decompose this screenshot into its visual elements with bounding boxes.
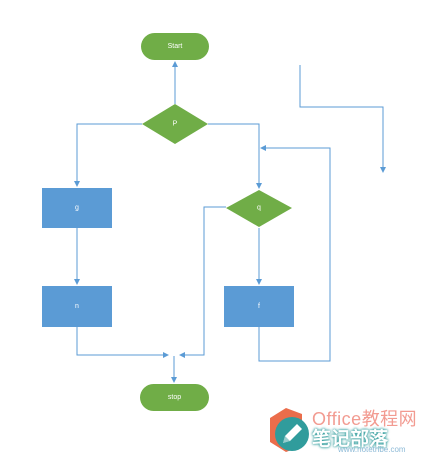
process-f: f: [224, 286, 294, 327]
process-g: g: [42, 188, 112, 228]
process-g-label: g: [75, 205, 79, 212]
decision-p: P: [142, 104, 208, 144]
stop-terminator: stop: [140, 384, 209, 411]
office-pencil-logo-icon: [270, 408, 309, 452]
process-n-label: n: [75, 303, 79, 310]
watermark-subtitle: 笔记部落: [312, 428, 389, 450]
connector-p-to-q: [208, 123, 262, 189]
decision-q-shape: [226, 190, 292, 227]
connector-p-to-g: [74, 123, 142, 187]
watermark-url: www.notetribe.com: [338, 445, 406, 454]
connector-f-loop-back: [258, 145, 331, 362]
connector-q-to-merge: [179, 206, 226, 358]
process-f-shape: [224, 286, 294, 327]
process-g-shape: [42, 188, 112, 228]
decision-q: q: [226, 190, 292, 227]
process-f-label: f: [258, 303, 260, 310]
start-label: Start: [168, 43, 183, 50]
decision-p-label: P: [173, 121, 178, 128]
process-n: n: [42, 286, 112, 327]
start-terminator: Start: [141, 33, 209, 60]
connector-stray: [299, 65, 386, 173]
decision-p-shape: [142, 104, 208, 144]
process-n-shape: [42, 286, 112, 327]
watermark-title: Office教程网: [312, 409, 418, 429]
connector-n-to-merge: [76, 327, 169, 358]
watermark: Office教程网 笔记部落 www.notetribe.com: [264, 404, 430, 454]
decision-q-label: q: [257, 205, 261, 212]
stop-shape: [140, 384, 209, 411]
start-shape: [141, 33, 209, 60]
stop-label: stop: [168, 394, 181, 401]
